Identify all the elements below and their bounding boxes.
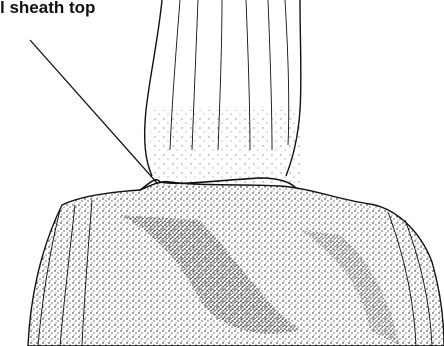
stem-shading: [150, 110, 300, 190]
sheath-top-label: l sheath top: [0, 0, 95, 18]
leader-line: [30, 40, 158, 184]
